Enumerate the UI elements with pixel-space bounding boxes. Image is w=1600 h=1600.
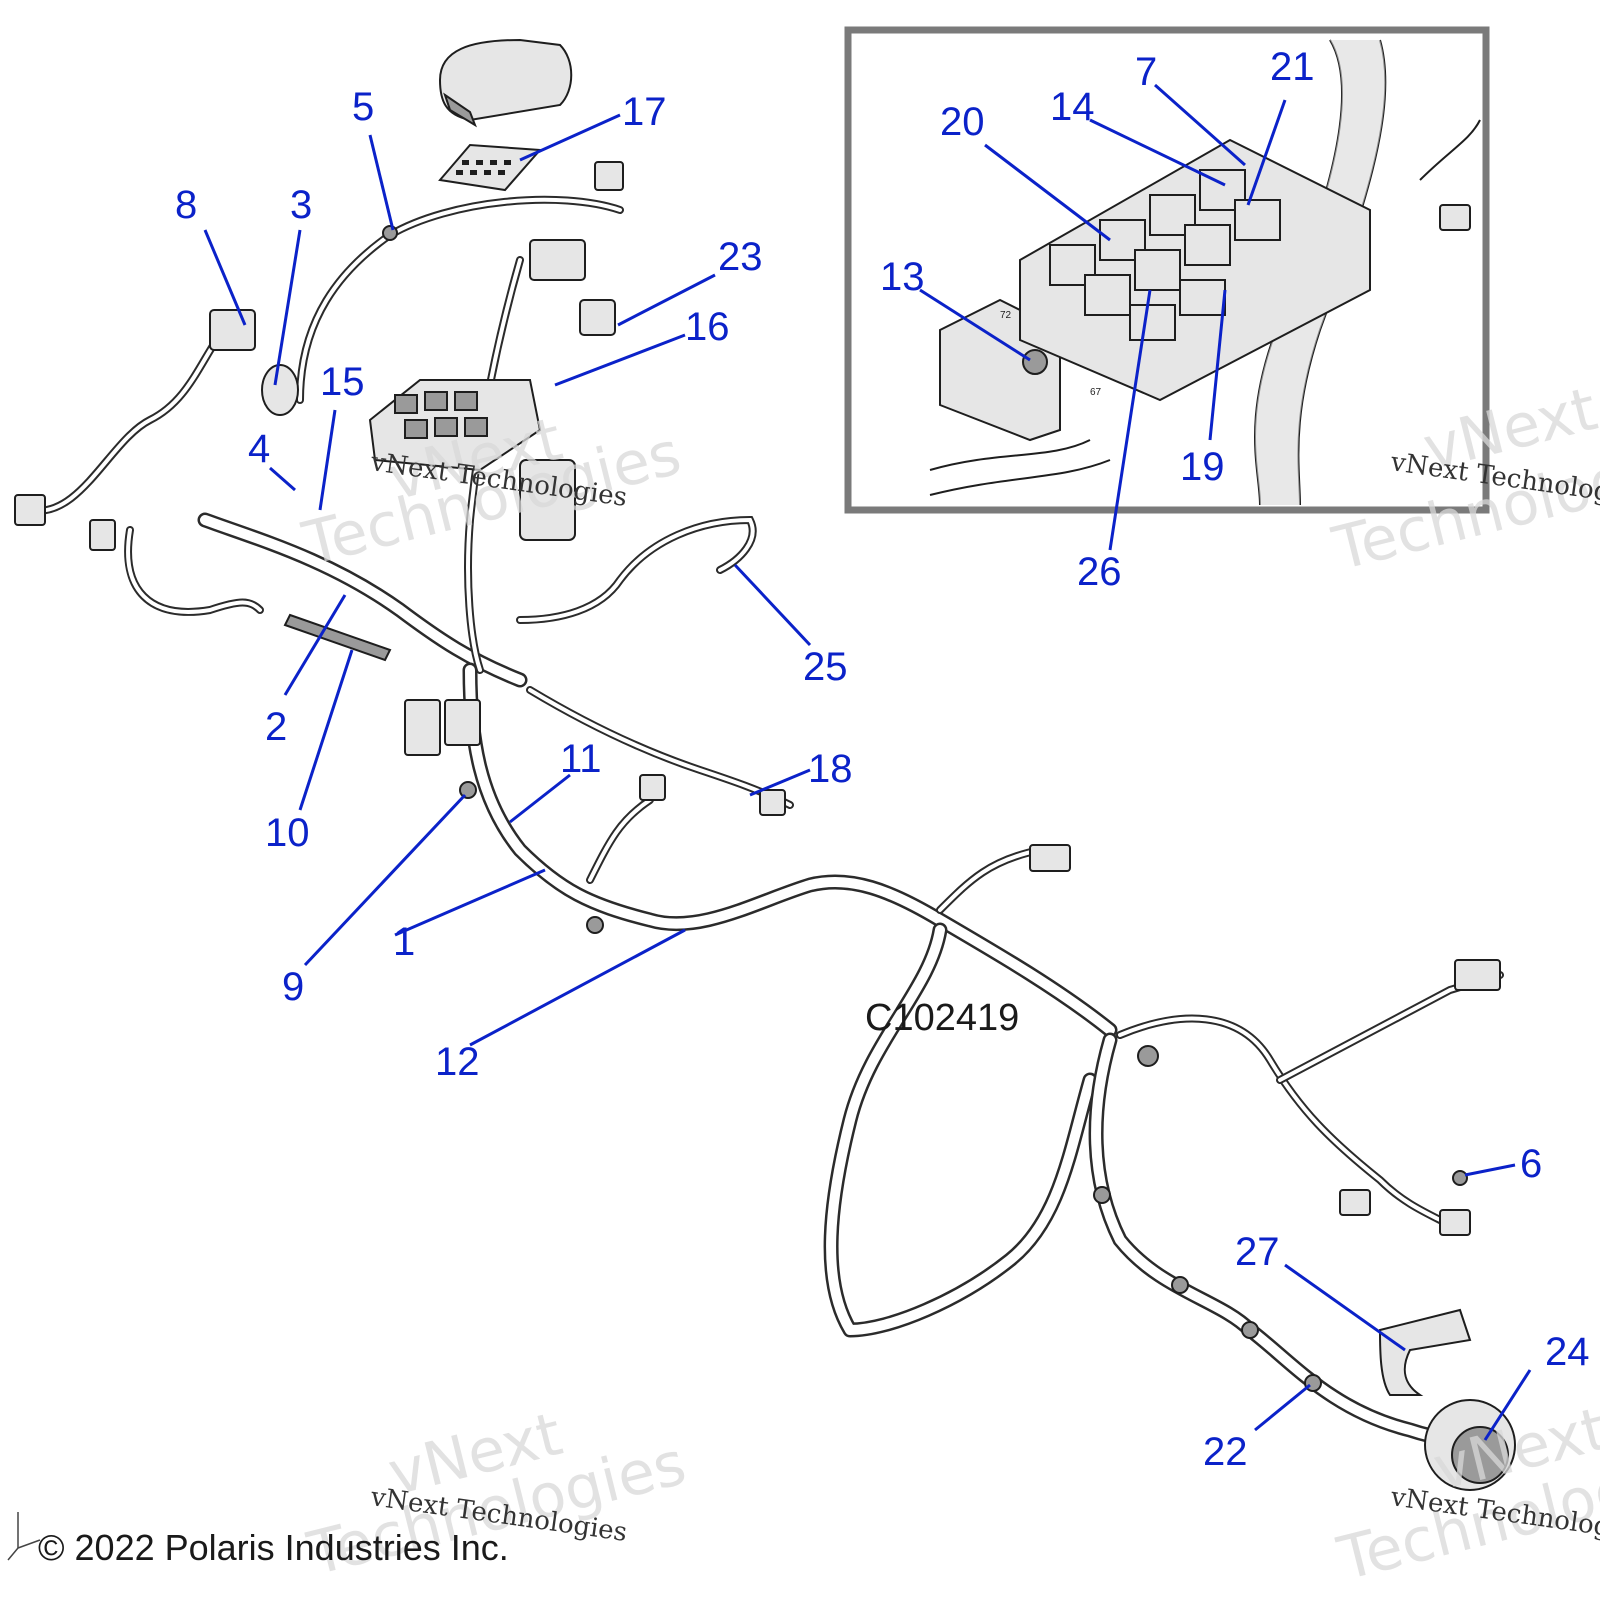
callout-4: 4 [248,427,270,471]
callout-6: 6 [1520,1142,1542,1186]
callout-15: 15 [320,360,365,404]
inset-mark-67: 67 [1090,387,1102,398]
callout-13: 13 [880,255,925,299]
callout-18: 18 [808,747,853,791]
callout-3: 3 [290,183,312,227]
callout-leaders [203,83,1532,1441]
callout-25: 25 [803,645,848,689]
callout-11: 11 [560,737,602,781]
callout-12: 12 [435,1040,480,1084]
callout-14: 14 [1050,85,1095,129]
callout-27: 27 [1235,1230,1280,1274]
callout-9: 9 [282,965,304,1009]
callout-5: 5 [352,85,374,129]
callout-7: 7 [1135,50,1157,94]
main-harness-artwork [14,38,1516,1491]
callout-2: 2 [265,705,287,749]
inset-mark-72: 72 [1000,310,1012,321]
callout-26: 26 [1077,550,1122,594]
callout-labels: 1 2 3 4 5 6 7 8 9 10 11 12 13 14 15 16 1… [175,45,1590,1474]
callout-1: 1 [393,920,415,964]
copyright-text: © 2022 Polaris Industries Inc. [38,1527,509,1568]
inset-detail-view: 72 67 [844,26,1490,514]
callout-21: 21 [1270,45,1315,89]
watermarks: vNext Technologies vNext Technologies vN… [296,374,1600,1595]
callout-16: 16 [685,305,730,349]
drawing-code: C102419 [865,997,1019,1039]
callout-24: 24 [1545,1330,1590,1374]
callout-19: 19 [1180,445,1225,489]
callout-22: 22 [1203,1430,1248,1474]
callout-8: 8 [175,183,197,227]
callout-10: 10 [265,811,310,855]
callout-20: 20 [940,100,985,144]
callout-23: 23 [718,235,763,279]
axis-triad-icon [7,1512,41,1561]
callout-17: 17 [622,90,667,134]
